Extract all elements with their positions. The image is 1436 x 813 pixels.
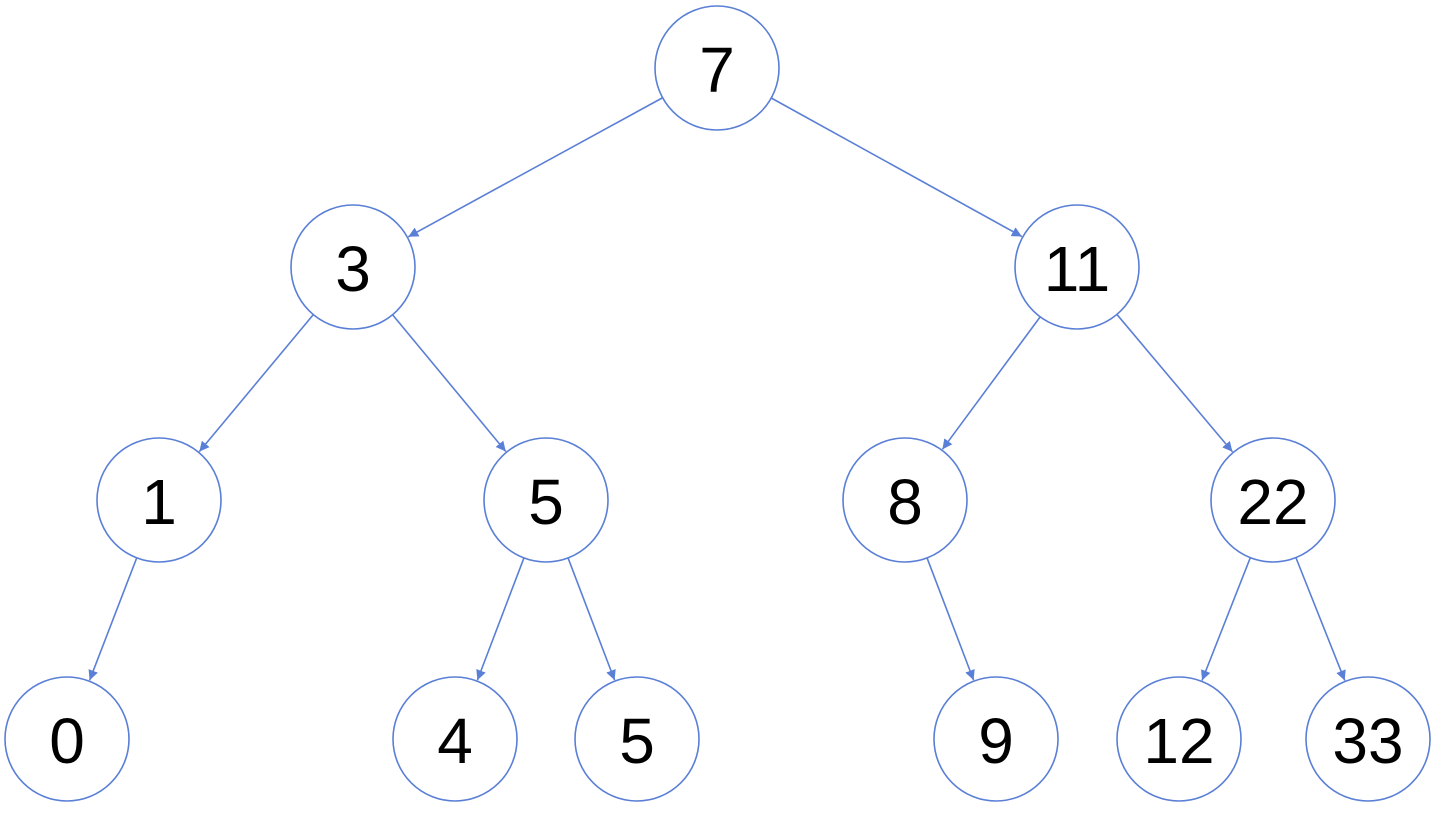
tree-node-n5b: 5 xyxy=(574,676,700,802)
tree-node-n33: 33 xyxy=(1305,676,1431,802)
tree-node-n3: 3 xyxy=(290,204,416,330)
node-circle xyxy=(4,676,130,802)
node-label: 12 xyxy=(1143,705,1214,777)
tree-node-n9: 9 xyxy=(933,676,1059,802)
node-label: 4 xyxy=(437,705,473,777)
edge-n3-to-n1 xyxy=(198,314,314,453)
tree-node-n5a: 5 xyxy=(483,437,609,563)
edge-n22-to-n12 xyxy=(1201,557,1252,681)
node-label: 7 xyxy=(699,34,735,106)
tree-node-n22: 22 xyxy=(1210,437,1336,563)
edge-n5a-to-n5b xyxy=(567,557,616,681)
node-circle xyxy=(842,437,968,563)
tree-node-n11: 11 xyxy=(1014,204,1140,330)
tree-node-n4: 4 xyxy=(392,676,518,802)
edge-n3-to-n5a xyxy=(391,314,507,452)
edge-n11-to-n8 xyxy=(941,316,1041,450)
node-circle xyxy=(1210,437,1336,563)
node-circle xyxy=(96,437,222,563)
node-circle xyxy=(290,204,416,330)
edge-n7-to-n3 xyxy=(407,97,663,238)
node-circle xyxy=(1116,676,1242,802)
node-label: 1 xyxy=(141,466,177,538)
node-label: 8 xyxy=(887,466,923,538)
node-label: 33 xyxy=(1332,705,1403,777)
edge-n5a-to-n4 xyxy=(476,557,525,681)
edge-n7-to-n11 xyxy=(770,97,1023,238)
tree-node-n0: 0 xyxy=(4,676,130,802)
node-circle xyxy=(654,5,780,131)
edge-n11-to-n22 xyxy=(1116,313,1234,453)
node-circle xyxy=(1305,676,1431,802)
node-circle xyxy=(483,437,609,563)
node-circle xyxy=(392,676,518,802)
node-circle xyxy=(933,676,1059,802)
edges-layer xyxy=(88,97,1346,681)
node-label: 22 xyxy=(1237,466,1308,538)
edge-n1-to-n0 xyxy=(88,557,138,681)
node-circle xyxy=(574,676,700,802)
node-circle xyxy=(1014,204,1140,330)
node-label: 5 xyxy=(619,705,655,777)
edge-n22-to-n33 xyxy=(1295,557,1346,681)
tree-node-n12: 12 xyxy=(1116,676,1242,802)
edge-n8-to-n9 xyxy=(926,557,975,681)
node-label: 5 xyxy=(528,466,564,538)
node-label: 11 xyxy=(1044,233,1110,305)
tree-node-n1: 1 xyxy=(96,437,222,563)
node-label: 0 xyxy=(49,705,85,777)
node-label: 3 xyxy=(335,233,371,305)
tree-node-n7: 7 xyxy=(654,5,780,131)
tree-node-n8: 8 xyxy=(842,437,968,563)
node-label: 9 xyxy=(978,705,1014,777)
